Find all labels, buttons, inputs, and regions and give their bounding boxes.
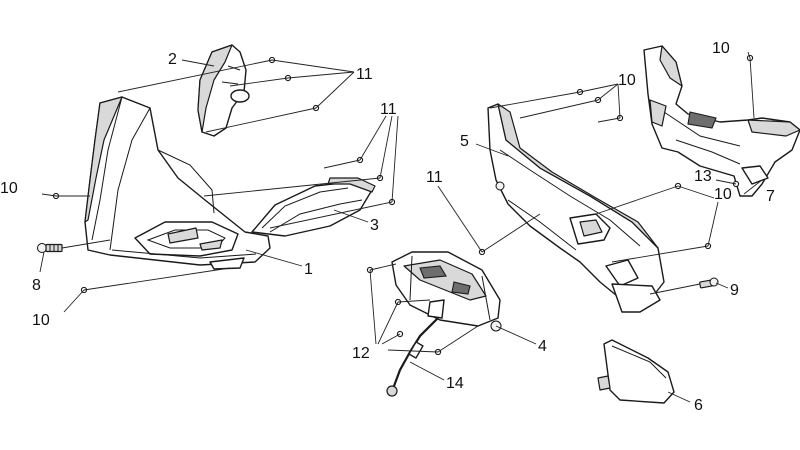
callout-3: 3 xyxy=(370,217,379,234)
callout-4: 4 xyxy=(538,338,547,355)
inner-panel-part-3 xyxy=(251,177,376,237)
callout-5: 5 xyxy=(460,133,469,150)
callout-12: 12 xyxy=(352,345,370,362)
callout-10-upper-middle: 10 xyxy=(618,72,636,89)
callout-1: 1 xyxy=(304,261,313,278)
callout-6: 6 xyxy=(694,397,703,414)
callout-2: 2 xyxy=(168,51,177,68)
callout-8: 8 xyxy=(32,277,41,294)
callout-9: 9 xyxy=(730,282,739,299)
callout-13: 13 xyxy=(694,168,712,185)
rear-bracket-part-7 xyxy=(643,45,800,197)
callout-11-lower: 11 xyxy=(426,169,443,186)
callout-10-right: 10 xyxy=(714,186,732,203)
callout-10-left-lower: 10 xyxy=(32,312,50,329)
callout-10-top-right: 10 xyxy=(712,40,730,57)
callout-10-left-upper: 10 xyxy=(0,180,18,197)
sensor-cable-part-14 xyxy=(386,317,439,397)
left-bracket-part-2 xyxy=(197,44,250,137)
lower-cover-part-6 xyxy=(597,339,675,404)
leader-lines xyxy=(39,51,763,403)
instrument-cluster-part-4 xyxy=(391,251,502,332)
screw-part-8 xyxy=(37,243,63,253)
callout-11-top: 11 xyxy=(356,66,373,83)
callout-labels: 1 2 3 4 5 6 7 8 9 10 10 10 10 10 11 11 1… xyxy=(0,40,775,414)
callout-11-middle: 11 xyxy=(380,101,397,118)
callout-7: 7 xyxy=(766,188,775,205)
inner-panel-part-5 xyxy=(487,103,665,313)
front-cowl-part-1 xyxy=(84,96,271,270)
screw-part-9 xyxy=(699,277,719,289)
callout-14: 14 xyxy=(446,375,464,392)
